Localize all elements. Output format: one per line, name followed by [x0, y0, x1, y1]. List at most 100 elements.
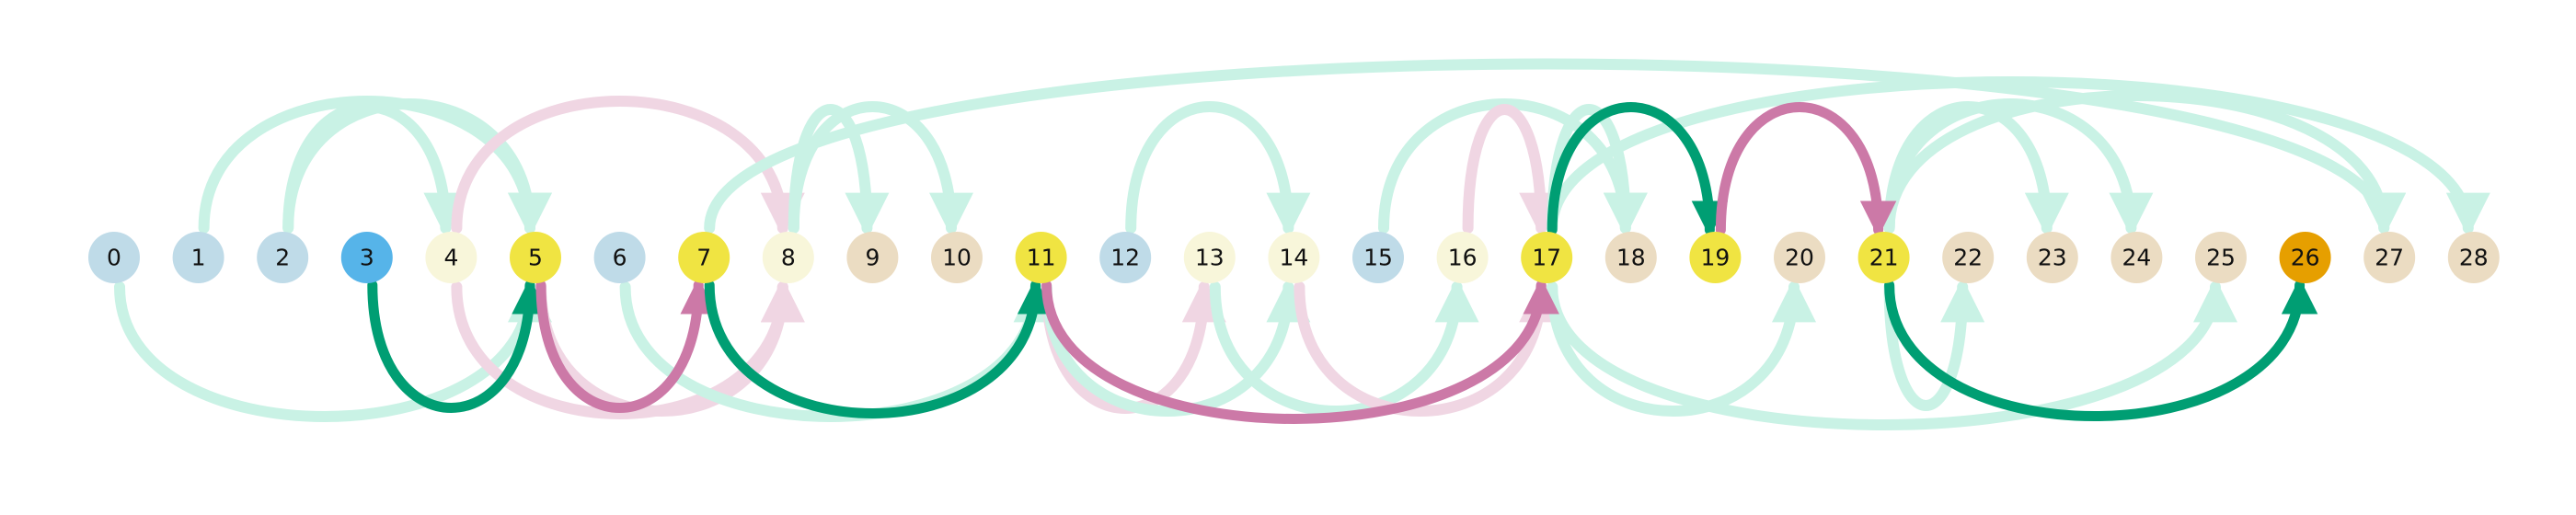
node-1-label: 1 — [191, 245, 206, 271]
edge-2-to-5 — [282, 98, 552, 237]
edge-21-to-24 — [1883, 98, 2154, 237]
node-6-circle — [593, 232, 646, 283]
node-15-circle — [1352, 232, 1404, 283]
edge-0-to-5 — [114, 278, 552, 422]
node-15: 15 — [1352, 232, 1404, 283]
node-24: 24 — [2110, 232, 2163, 283]
node-4: 4 — [425, 232, 477, 283]
edge-2-to-4 — [282, 101, 468, 237]
edge-3-to-5 — [367, 278, 548, 413]
node-12: 12 — [1099, 232, 1152, 283]
node-1-circle — [172, 232, 224, 283]
node-26-circle — [2279, 232, 2331, 283]
node-5: 5 — [510, 232, 561, 283]
edge-17-to-20 — [1547, 278, 1816, 417]
node-8-label: 8 — [781, 245, 796, 271]
node-13: 13 — [1183, 232, 1236, 283]
edge-7-to-11 — [704, 278, 1054, 418]
edge-17-to-25 — [1547, 278, 2237, 430]
node-25-circle — [2195, 232, 2247, 283]
node-10-label: 10 — [942, 245, 972, 271]
node-19-label: 19 — [1700, 245, 1730, 271]
node-1: 1 — [172, 232, 224, 283]
node-14: 14 — [1268, 232, 1320, 283]
edge-11-to-14 — [1041, 278, 1311, 417]
node-28: 28 — [2447, 232, 2500, 283]
edge-17-to-28 — [1547, 76, 2490, 237]
node-22-circle — [1942, 232, 1995, 283]
node-11-label: 11 — [1027, 245, 1056, 271]
node-23-circle — [2026, 232, 2078, 283]
node-12-circle — [1099, 232, 1152, 283]
node-15-label: 15 — [1363, 245, 1393, 271]
node-17-circle — [1521, 232, 1573, 283]
node-28-circle — [2447, 232, 2500, 283]
node-9-label: 9 — [865, 245, 880, 271]
edge-7-to-27 — [704, 58, 2406, 237]
node-7-circle — [678, 232, 730, 283]
node-16-circle — [1436, 232, 1489, 283]
node-25-label: 25 — [2206, 245, 2236, 271]
node-18: 18 — [1604, 232, 1657, 283]
node-6-label: 6 — [613, 245, 627, 271]
node-25: 25 — [2195, 232, 2247, 283]
node-4-circle — [425, 232, 477, 283]
node-2: 2 — [257, 232, 309, 283]
node-2-circle — [257, 232, 309, 283]
node-17: 17 — [1521, 232, 1573, 283]
faint-edges — [114, 58, 2490, 430]
edge-11-to-17 — [1041, 278, 1559, 424]
node-13-label: 13 — [1195, 245, 1225, 271]
node-6: 6 — [593, 232, 646, 283]
node-24-label: 24 — [2122, 245, 2151, 271]
node-21-circle — [1857, 232, 1910, 283]
edge-5-to-7 — [535, 278, 717, 413]
node-8-circle — [762, 232, 814, 283]
node-8: 8 — [762, 232, 814, 283]
node-26: 26 — [2279, 232, 2331, 283]
node-16-label: 16 — [1448, 245, 1478, 271]
node-14-circle — [1268, 232, 1320, 283]
node-18-circle — [1604, 232, 1657, 283]
node-2-label: 2 — [275, 245, 290, 271]
node-4-label: 4 — [443, 245, 458, 271]
node-20-circle — [1774, 232, 1825, 283]
node-21: 21 — [1857, 232, 1910, 283]
node-22: 22 — [1942, 232, 1995, 283]
node-5-label: 5 — [528, 245, 543, 271]
node-27-label: 27 — [2375, 245, 2404, 271]
edge-21-to-27 — [1883, 90, 2407, 237]
node-0: 0 — [88, 232, 140, 283]
node-19-circle — [1689, 232, 1742, 283]
highlighted-path-edges — [367, 102, 2318, 424]
node-3-circle — [340, 232, 393, 283]
node-11-circle — [1015, 232, 1067, 283]
node-20-label: 20 — [1785, 245, 1814, 271]
node-7: 7 — [678, 232, 730, 283]
node-16: 16 — [1436, 232, 1489, 283]
edge-13-to-16 — [1209, 278, 1479, 417]
edge-21-to-26 — [1884, 278, 2318, 421]
node-19: 19 — [1689, 232, 1742, 283]
node-9-circle — [846, 232, 899, 283]
node-23-label: 23 — [2038, 245, 2067, 271]
node-5-circle — [510, 232, 561, 283]
node-11: 11 — [1015, 232, 1067, 283]
edge-14-to-17 — [1294, 278, 1564, 417]
node-24-circle — [2110, 232, 2163, 283]
node-0-circle — [88, 232, 140, 283]
node-20: 20 — [1774, 232, 1825, 283]
node-10-circle — [931, 232, 983, 283]
edge-16-to-17 — [1462, 104, 1564, 237]
node-10: 10 — [931, 232, 983, 283]
node-27: 27 — [2363, 232, 2416, 283]
edge-12-to-14 — [1125, 101, 1311, 237]
node-9: 9 — [846, 232, 899, 283]
node-3-label: 3 — [360, 245, 374, 271]
node-14-label: 14 — [1279, 245, 1308, 271]
edge-17-to-19 — [1547, 102, 1729, 237]
node-21-label: 21 — [1869, 245, 1899, 271]
node-17-label: 17 — [1532, 245, 1561, 271]
